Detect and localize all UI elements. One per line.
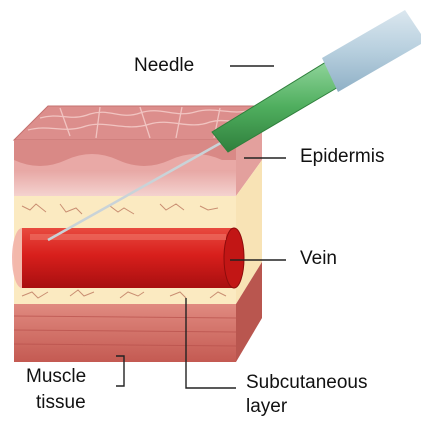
muscle-front [14,304,236,362]
subcutaneous-label-line1: Subcutaneous [246,372,368,394]
dermis-front [14,170,236,196]
syringe-barrel [322,10,421,92]
vein-end-right [224,228,244,288]
muscle-tissue-label-line1: Muscle [26,366,86,388]
subcutaneous-label-line2: layer [246,396,287,418]
epidermis-label: Epidermis [300,146,384,168]
muscle-tissue-label-line2: tissue [36,392,86,414]
vein-label: Vein [300,248,337,270]
needle-label: Needle [134,55,194,77]
